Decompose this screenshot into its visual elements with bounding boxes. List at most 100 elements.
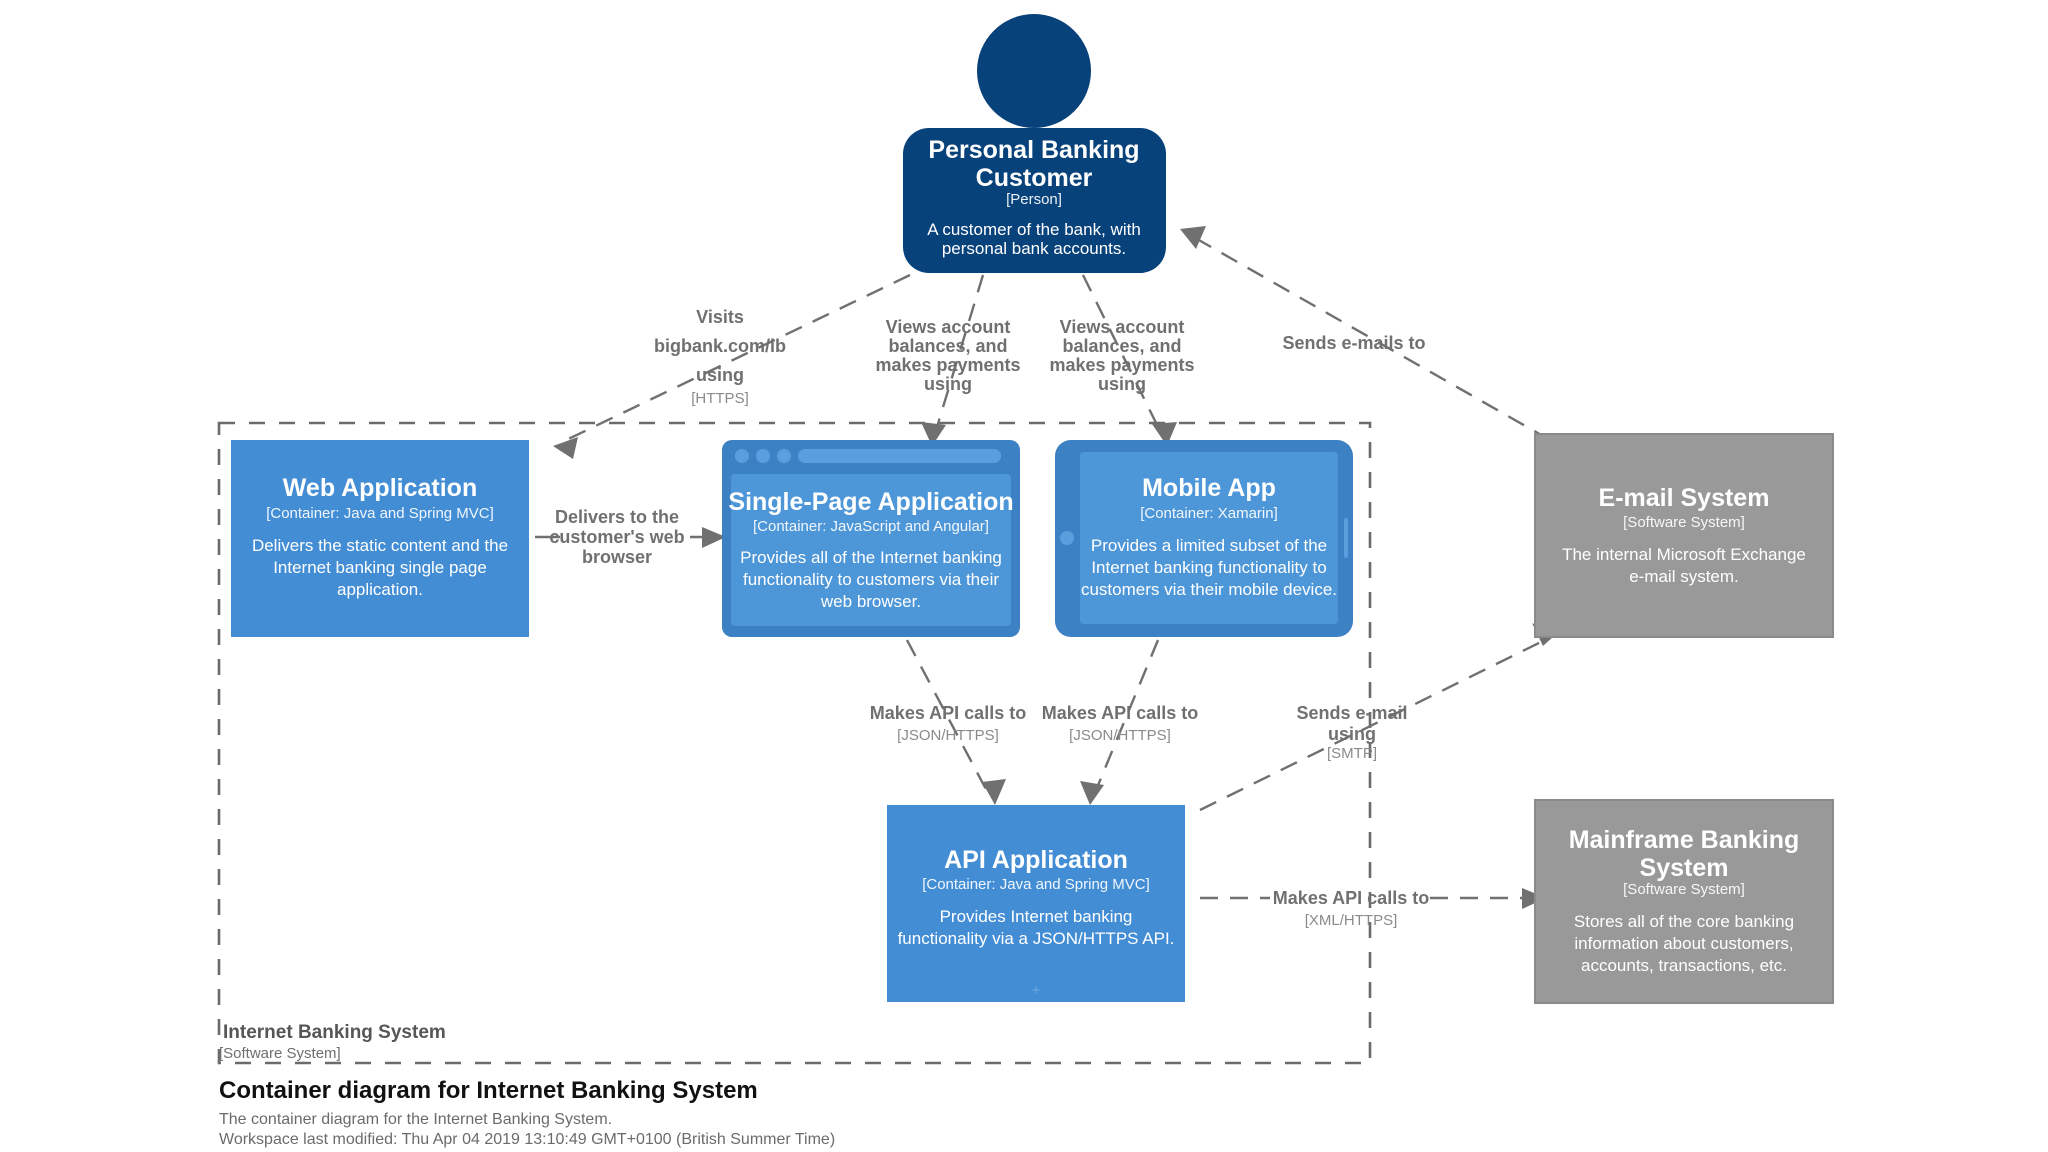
node-email-system[interactable]: E-mail System [Software System] The inte… (1534, 433, 1834, 638)
svg-text:balances, and: balances, and (1062, 336, 1181, 356)
edge-web-application-to-single-page-application (535, 527, 726, 548)
node-title: Mainframe Banking (1569, 826, 1800, 854)
node-type: [Container: Java and Spring MVC] (922, 876, 1150, 893)
node-description: Provides all of the Internet banking (740, 548, 1002, 567)
edge-single-page-application-to-api-application (905, 639, 1006, 805)
node-type: [Container: Xamarin] (1140, 505, 1278, 522)
edge-technology: [XML/HTTPS] (1305, 912, 1398, 929)
node-description-line3: application. (337, 580, 423, 599)
node-type: [Person] (1006, 191, 1062, 208)
node-description-line3: customers via their mobile device. (1081, 580, 1337, 599)
node-description: A customer of the bank, with (927, 220, 1141, 239)
browser-dot-icon (735, 449, 749, 463)
boundary-label: Internet Banking System [Software System… (219, 1022, 446, 1062)
node-description: Stores all of the core banking (1574, 912, 1794, 931)
node-type: [Container: Java and Spring MVC] (266, 505, 494, 522)
svg-text:Sends e-mail: Sends e-mail (1296, 703, 1407, 723)
node-description: The internal Microsoft Exchange (1562, 545, 1806, 564)
node-type: [Software System] (1623, 881, 1745, 898)
edge-label-text: Makes API calls to (870, 703, 1026, 723)
node-mobile-app[interactable]: Mobile App [Container: Xamarin] Provides… (1055, 440, 1353, 637)
node-title: Single-Page Application (728, 488, 1013, 516)
edge-label-web-application-to-single-page-application: Delivers to the customer's web browser (549, 507, 684, 567)
device-home-button-icon (1060, 531, 1074, 545)
node-description-line2: e-mail system. (1629, 567, 1739, 586)
edge-technology: [JSON/HTTPS] (1069, 727, 1171, 744)
svg-text:browser: browser (582, 547, 652, 567)
caption-title-text: Container diagram for Internet Banking S… (219, 1077, 758, 1104)
node-mainframe-banking-system[interactable]: Mainframe Banking System [Software Syste… (1534, 799, 1834, 1004)
edge-email-system-to-customer (1180, 226, 1551, 442)
caption-modified-text: Workspace last modified: Thu Apr 04 2019… (219, 1131, 835, 1148)
browser-viewport-shape (731, 474, 1011, 626)
edge-label-customer-to-single-page-application: Views account balances, and makes paymen… (875, 317, 1020, 394)
node-resize-handle-icon: + (1032, 982, 1041, 999)
node-title: Web Application (283, 474, 477, 502)
device-speaker-icon (1344, 518, 1348, 558)
node-description-line2: Internet banking functionality to (1091, 558, 1326, 577)
edge-customer-to-single-page-application (921, 274, 985, 446)
browser-address-bar (798, 449, 1001, 463)
node-description: Provides a limited subset of the (1091, 536, 1327, 555)
node-type: [Software System] (1623, 514, 1745, 531)
edge-label-single-page-application-to-api-application: Makes API calls to [JSON/HTTPS] (870, 703, 1026, 744)
edge-label-email-system-to-customer: Sends e-mails to (1282, 333, 1425, 353)
node-description-line2: functionality via a JSON/HTTPS API. (898, 929, 1175, 948)
node-title: E-mail System (1599, 484, 1770, 512)
browser-dot-icon (756, 449, 770, 463)
edge-mobile-app-to-api-application (1080, 639, 1160, 805)
svg-text:Delivers to the: Delivers to the (555, 507, 679, 527)
node-description-line2: information about customers, (1574, 934, 1793, 953)
node-title: Mobile App (1142, 474, 1276, 502)
node-type: [Container: JavaScript and Angular] (753, 518, 989, 535)
svg-text:using: using (1098, 374, 1146, 394)
svg-text:using: using (1328, 724, 1376, 744)
node-title: Personal Banking (928, 136, 1139, 164)
edge-customer-to-web-application (553, 273, 911, 459)
svg-text:makes payments: makes payments (1049, 355, 1194, 375)
node-title-line2: Customer (976, 164, 1093, 192)
node-description-line2: functionality to customers via their (743, 570, 999, 589)
edge-label-text: Makes API calls to (1042, 703, 1198, 723)
node-single-page-application[interactable]: Single-Page Application [Container: Java… (722, 440, 1020, 637)
node-web-application[interactable]: Web Application [Container: Java and Spr… (231, 440, 529, 637)
boundary-type-text: [Software System] (219, 1045, 341, 1062)
svg-text:Views account: Views account (1060, 317, 1185, 337)
edge-technology: [JSON/HTTPS] (897, 727, 999, 744)
person-body-shape (903, 128, 1166, 273)
edge-label-text: Sends e-mails to (1282, 333, 1425, 353)
svg-text:bigbank.com/ib: bigbank.com/ib (654, 336, 786, 356)
node-description: Delivers the static content and the (252, 536, 508, 555)
edge-customer-to-mobile-app (1081, 274, 1177, 446)
caption-description-text: The container diagram for the Internet B… (219, 1111, 612, 1128)
svg-text:customer's web: customer's web (549, 527, 684, 547)
edge-label-customer-to-web-application: Visits bigbank.com/ib using [HTTPS] (654, 307, 786, 407)
node-description-line2: Internet banking single page (273, 558, 487, 577)
svg-text:Views account: Views account (886, 317, 1011, 337)
edge-technology: [HTTPS] (691, 390, 749, 407)
node-box-shape (1534, 433, 1834, 638)
diagram-caption: Container diagram for Internet Banking S… (219, 1077, 835, 1148)
node-description-line2: personal bank accounts. (942, 239, 1126, 258)
svg-text:makes payments: makes payments (875, 355, 1020, 375)
device-screen-shape (1080, 452, 1338, 624)
edge-label-api-application-to-mainframe-banking-system: Makes API calls to [XML/HTTPS] (1273, 888, 1429, 929)
node-box-shape (887, 805, 1185, 1002)
edge-label-mobile-app-to-api-application: Makes API calls to [JSON/HTTPS] (1042, 703, 1198, 744)
node-title: API Application (944, 846, 1128, 874)
node-personal-banking-customer[interactable]: Personal Banking Customer [Person] A cus… (903, 14, 1166, 273)
svg-text:balances, and: balances, and (888, 336, 1007, 356)
node-box-shape (1534, 799, 1834, 1004)
svg-text:using: using (696, 365, 744, 385)
node-description-line3: accounts, transactions, etc. (1581, 956, 1787, 975)
node-description-line3: web browser. (820, 592, 921, 611)
person-head-shape (977, 14, 1091, 128)
browser-dot-icon (777, 449, 791, 463)
edge-label-customer-to-mobile-app: Views account balances, and makes paymen… (1049, 317, 1194, 394)
edge-label-text: Makes API calls to (1273, 888, 1429, 908)
node-box-shape (231, 440, 529, 637)
node-api-application[interactable]: API Application [Container: Java and Spr… (887, 805, 1185, 1002)
node-description: Provides Internet banking (940, 907, 1133, 926)
boundary-name-text: Internet Banking System (223, 1022, 446, 1043)
